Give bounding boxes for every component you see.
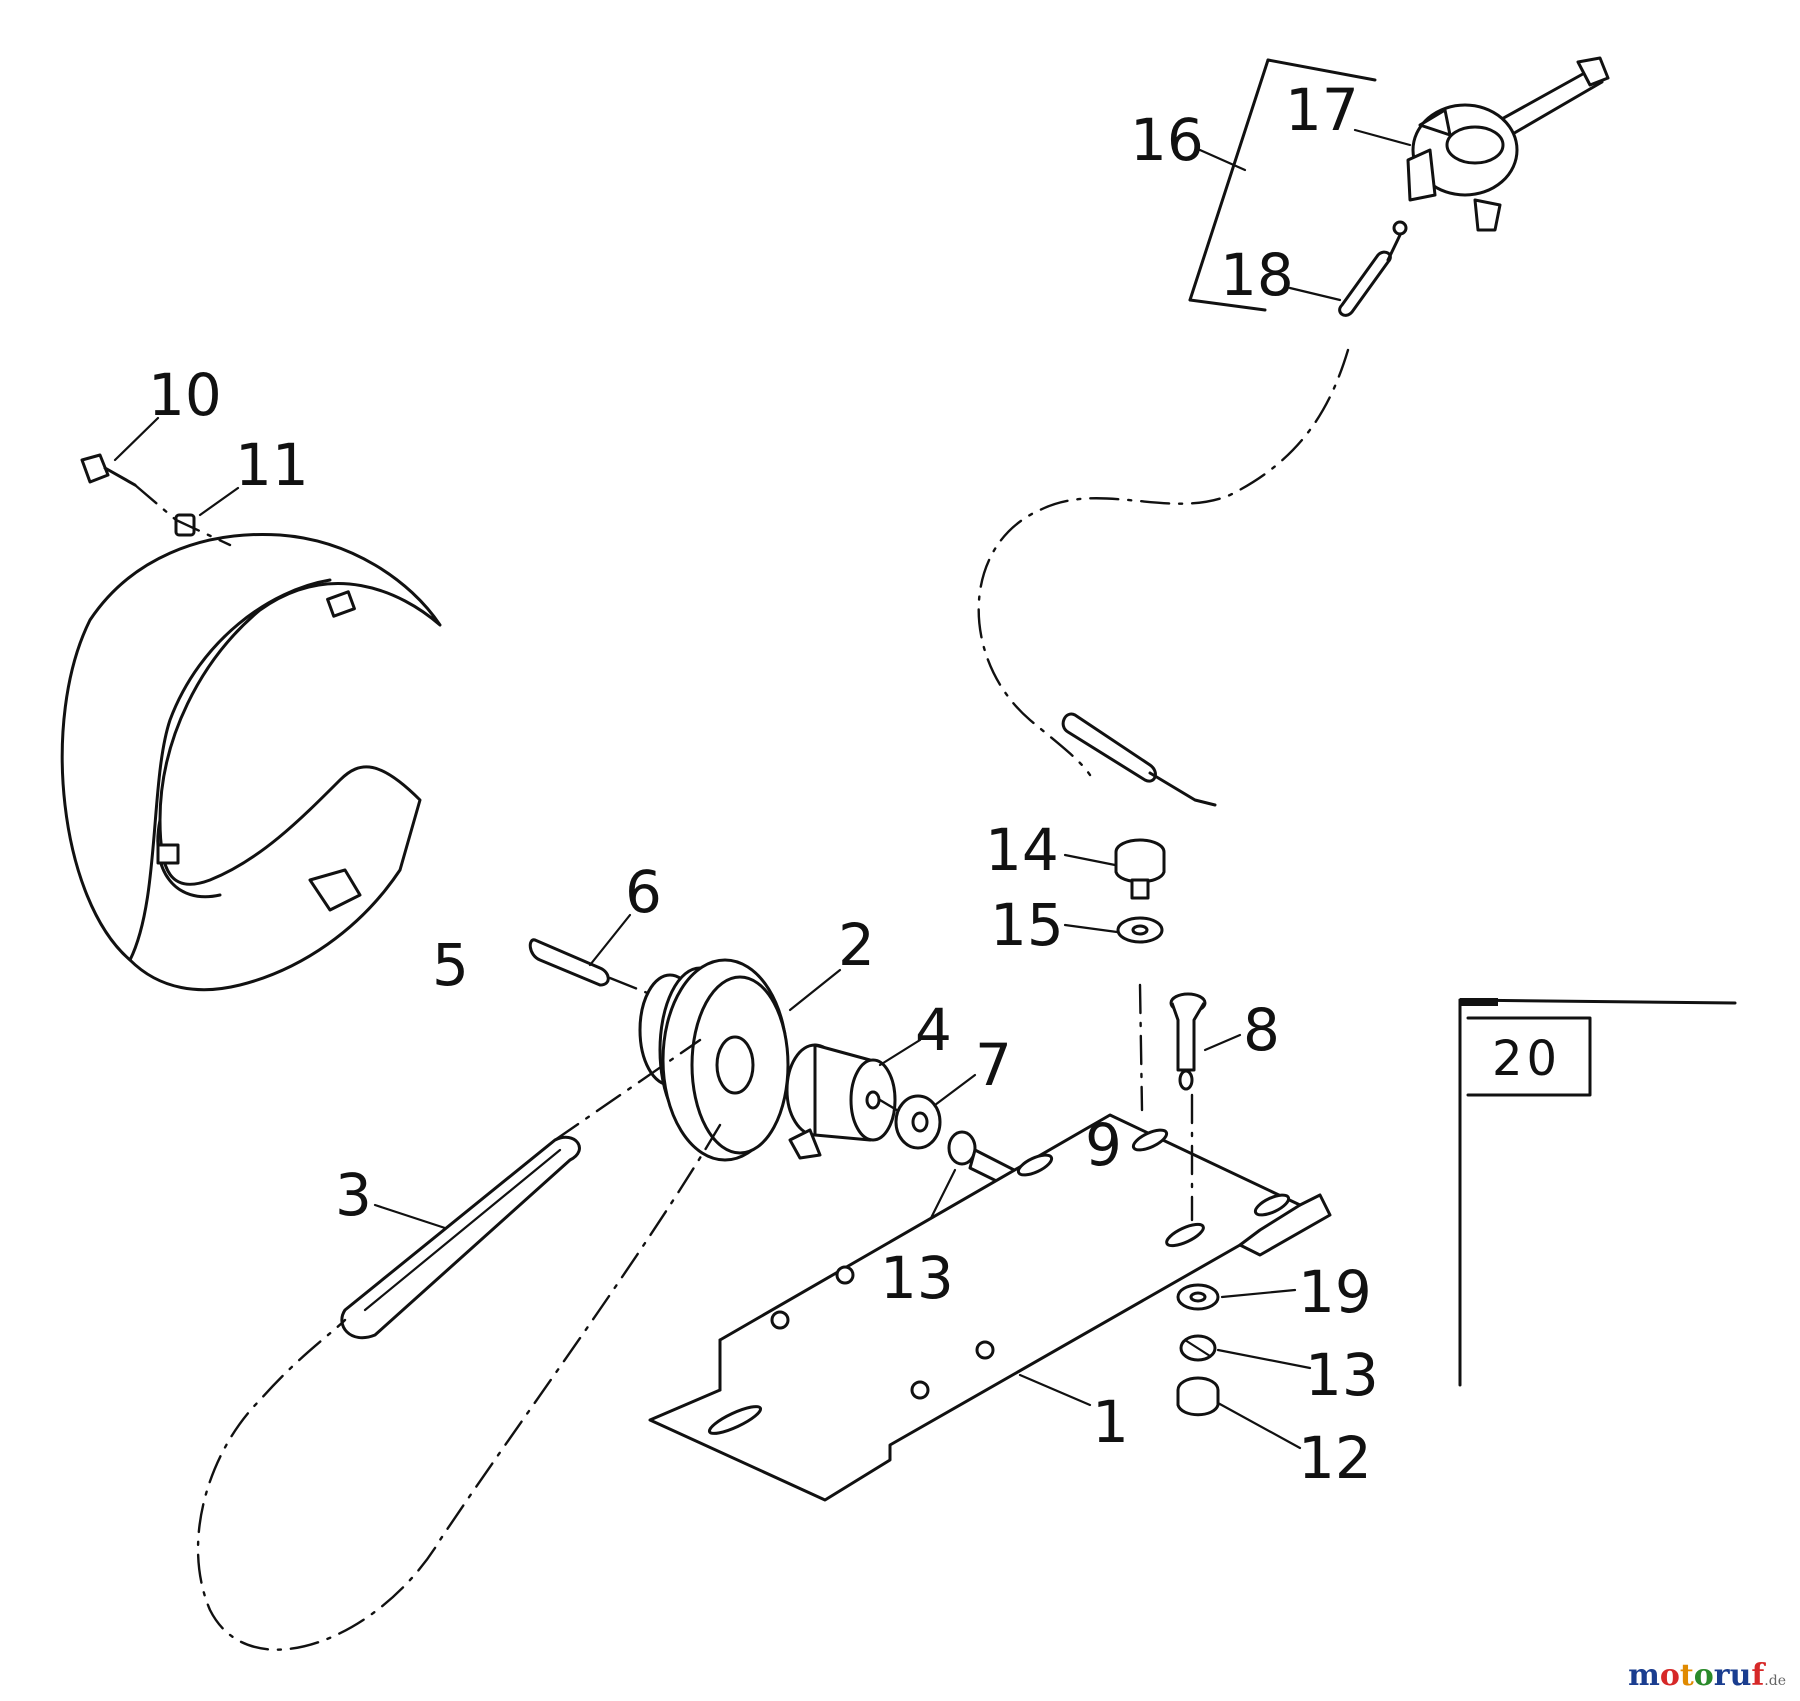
assembly-line-10-11 (133, 483, 232, 547)
leader-18 (1288, 286, 1342, 302)
mounting-plate-part-1 (648, 1113, 1332, 1502)
callout-8: 8 (1243, 996, 1280, 1064)
callout-14: 14 (985, 816, 1059, 884)
cable-adjuster-part-18 (1338, 220, 1408, 317)
screw-part-10 (80, 453, 137, 487)
spring-washer-part-13-upper (947, 1130, 977, 1166)
callout-1: 1 (1092, 1388, 1129, 1456)
callout-9: 9 (1085, 1111, 1122, 1179)
leader-2 (788, 968, 842, 1012)
key-part-6 (528, 938, 610, 987)
callout-7: 7 (975, 1031, 1012, 1099)
washer-part-15 (1116, 916, 1164, 944)
cable-lever-assembly-part-16 (1188, 58, 1377, 312)
leader-19 (1220, 1288, 1297, 1299)
belt-loop-path (196, 1038, 722, 1651)
leader-14 (1063, 853, 1117, 867)
leader-1 (1018, 1373, 1092, 1407)
bearing-part-4 (785, 1043, 897, 1160)
callout-3: 3 (335, 1161, 372, 1229)
callout-2: 2 (838, 911, 875, 979)
reference-box-label: 20 (1492, 1031, 1561, 1087)
pin-part-8 (1169, 992, 1207, 1091)
callout-16: 16 (1130, 106, 1204, 174)
assembly-line-6 (608, 976, 667, 1002)
washer-part-19 (1176, 1283, 1220, 1311)
leader-13-upper (928, 1168, 957, 1222)
callout-6: 6 (625, 858, 662, 926)
leader-13-lower (1216, 1348, 1312, 1370)
callout-12: 12 (1298, 1424, 1372, 1492)
leader-11 (198, 486, 240, 517)
knob-part-14 (1114, 838, 1166, 900)
leader-8 (1203, 1033, 1242, 1052)
pulley-part-2 (638, 958, 790, 1162)
lever-part-17 (1406, 56, 1610, 232)
callout-15: 15 (990, 891, 1064, 959)
belt-guard-part-5 (60, 532, 442, 992)
control-cable-path (977, 348, 1350, 777)
cable-end-fitting (1061, 712, 1217, 807)
callout-17: 17 (1285, 76, 1359, 144)
callout-18: 18 (1220, 241, 1294, 309)
callout-5: 5 (432, 931, 469, 999)
callout-13-upper: 13 (880, 1244, 954, 1312)
leader-4 (878, 1038, 922, 1067)
toothed-belt-part-3 (340, 1135, 581, 1340)
leader-15 (1063, 923, 1119, 934)
callout-13-lower: 13 (1305, 1341, 1379, 1409)
leader-12 (1216, 1401, 1302, 1450)
leader-7 (933, 1073, 977, 1107)
nut-part-12 (1176, 1376, 1220, 1417)
assembly-line-15-plate (1138, 983, 1144, 1112)
leader-16 (1198, 148, 1247, 172)
spring-washer-part-13-lower (1179, 1334, 1217, 1362)
motoruf-watermark-logo: motoruf.de (1628, 1658, 1786, 1693)
reference-frame-20: 20 (1458, 998, 1737, 1387)
leader-3 (373, 1203, 447, 1230)
leader-6 (588, 913, 632, 967)
callout-10: 10 (148, 361, 222, 429)
washer-part-7 (894, 1094, 942, 1150)
callout-11: 11 (235, 431, 309, 499)
leader-10 (113, 416, 160, 462)
leader-17 (1353, 128, 1412, 147)
callout-19: 19 (1298, 1258, 1372, 1326)
callout-4: 4 (915, 996, 952, 1064)
